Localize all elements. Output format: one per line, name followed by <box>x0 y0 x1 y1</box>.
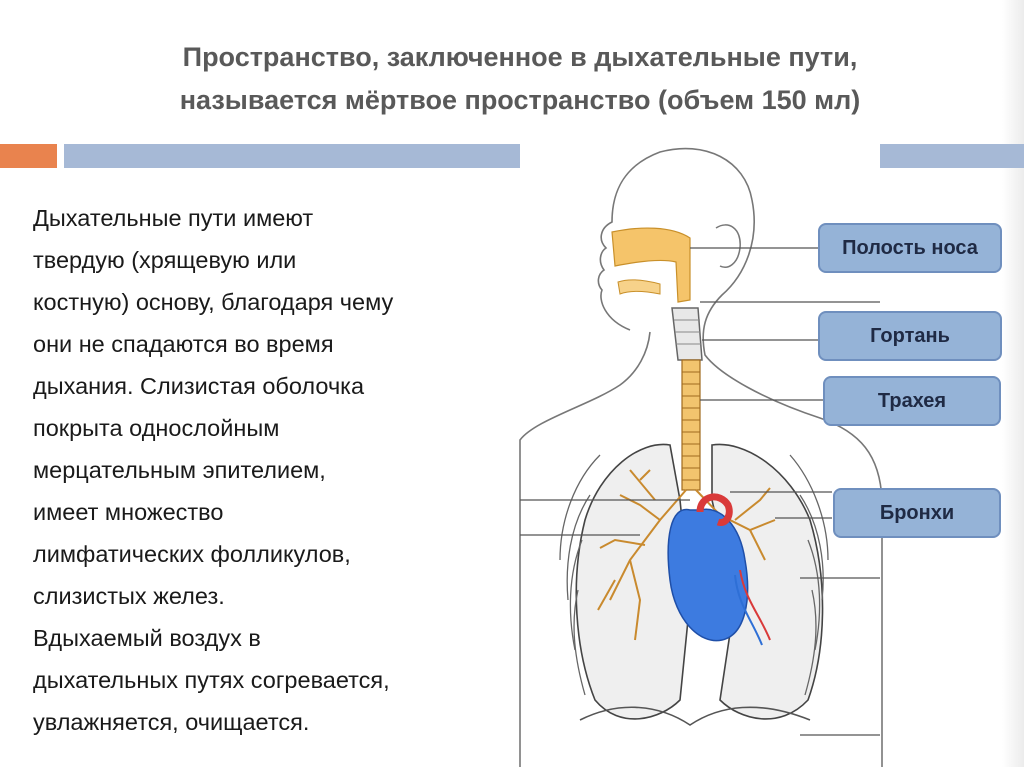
nasal-cavity <box>611 227 691 303</box>
heart <box>667 508 749 642</box>
label-text: Трахея <box>877 389 947 412</box>
body-line: лимфатических фолликулов, <box>33 541 351 567</box>
body-line: мерцательным эпителием, <box>33 457 326 483</box>
label-text: Гортань <box>870 324 950 347</box>
slide-edge-shadow <box>1002 0 1024 767</box>
body-line: Вдыхаемый воздух в <box>33 625 261 651</box>
body-line: покрыта однослойным <box>33 415 280 441</box>
body-line: имеет множество <box>33 499 224 525</box>
diaphragm <box>579 706 811 726</box>
accent-bar-blue-left <box>64 144 520 168</box>
body-line: слизистых желез. <box>33 583 225 609</box>
body-line: твердую (хрящевую или <box>33 247 297 273</box>
body-line: дыхательных путях согревается, <box>33 667 390 693</box>
larynx <box>671 307 703 361</box>
label-trachea: Трахея <box>823 376 1001 426</box>
accent-bar-blue-right <box>880 144 1024 168</box>
ear <box>715 224 741 268</box>
respiratory-system-illustration <box>519 147 883 767</box>
left-bronchial-tree <box>597 469 687 641</box>
body-text: Дыхательные пути имеют твердую (хрящевую… <box>33 197 533 743</box>
body-line: увлажняется, очищается. <box>33 709 310 735</box>
body-line: костную) основу, благодаря чему <box>33 289 394 315</box>
left-lung <box>575 443 691 720</box>
label-larynx: Гортань <box>818 311 1002 361</box>
slide-title: Пространство, заключенное в дыхательные … <box>70 36 970 122</box>
body-line: они не спадаются во время <box>33 331 334 357</box>
accent-bar-orange <box>0 144 57 168</box>
trachea <box>681 359 701 491</box>
body-line: дыхания. Слизистая оболочка <box>33 373 365 399</box>
aorta <box>696 493 733 526</box>
right-lung <box>711 443 824 720</box>
title-line-2: называется мёртвое пространство (объем 1… <box>179 85 861 115</box>
ribs <box>559 454 829 696</box>
label-nasal-cavity: Полость носа <box>818 223 1002 273</box>
body-line: Дыхательные пути имеют <box>33 205 314 231</box>
title-line-1: Пространство, заключенное в дыхательные … <box>182 42 858 72</box>
body-outline <box>519 147 883 767</box>
oral-airway <box>617 279 661 295</box>
label-text: Бронхи <box>879 501 955 524</box>
label-text: Полость носа <box>842 236 978 259</box>
label-bronchi: Бронхи <box>833 488 1001 538</box>
leader-lines <box>520 247 880 736</box>
